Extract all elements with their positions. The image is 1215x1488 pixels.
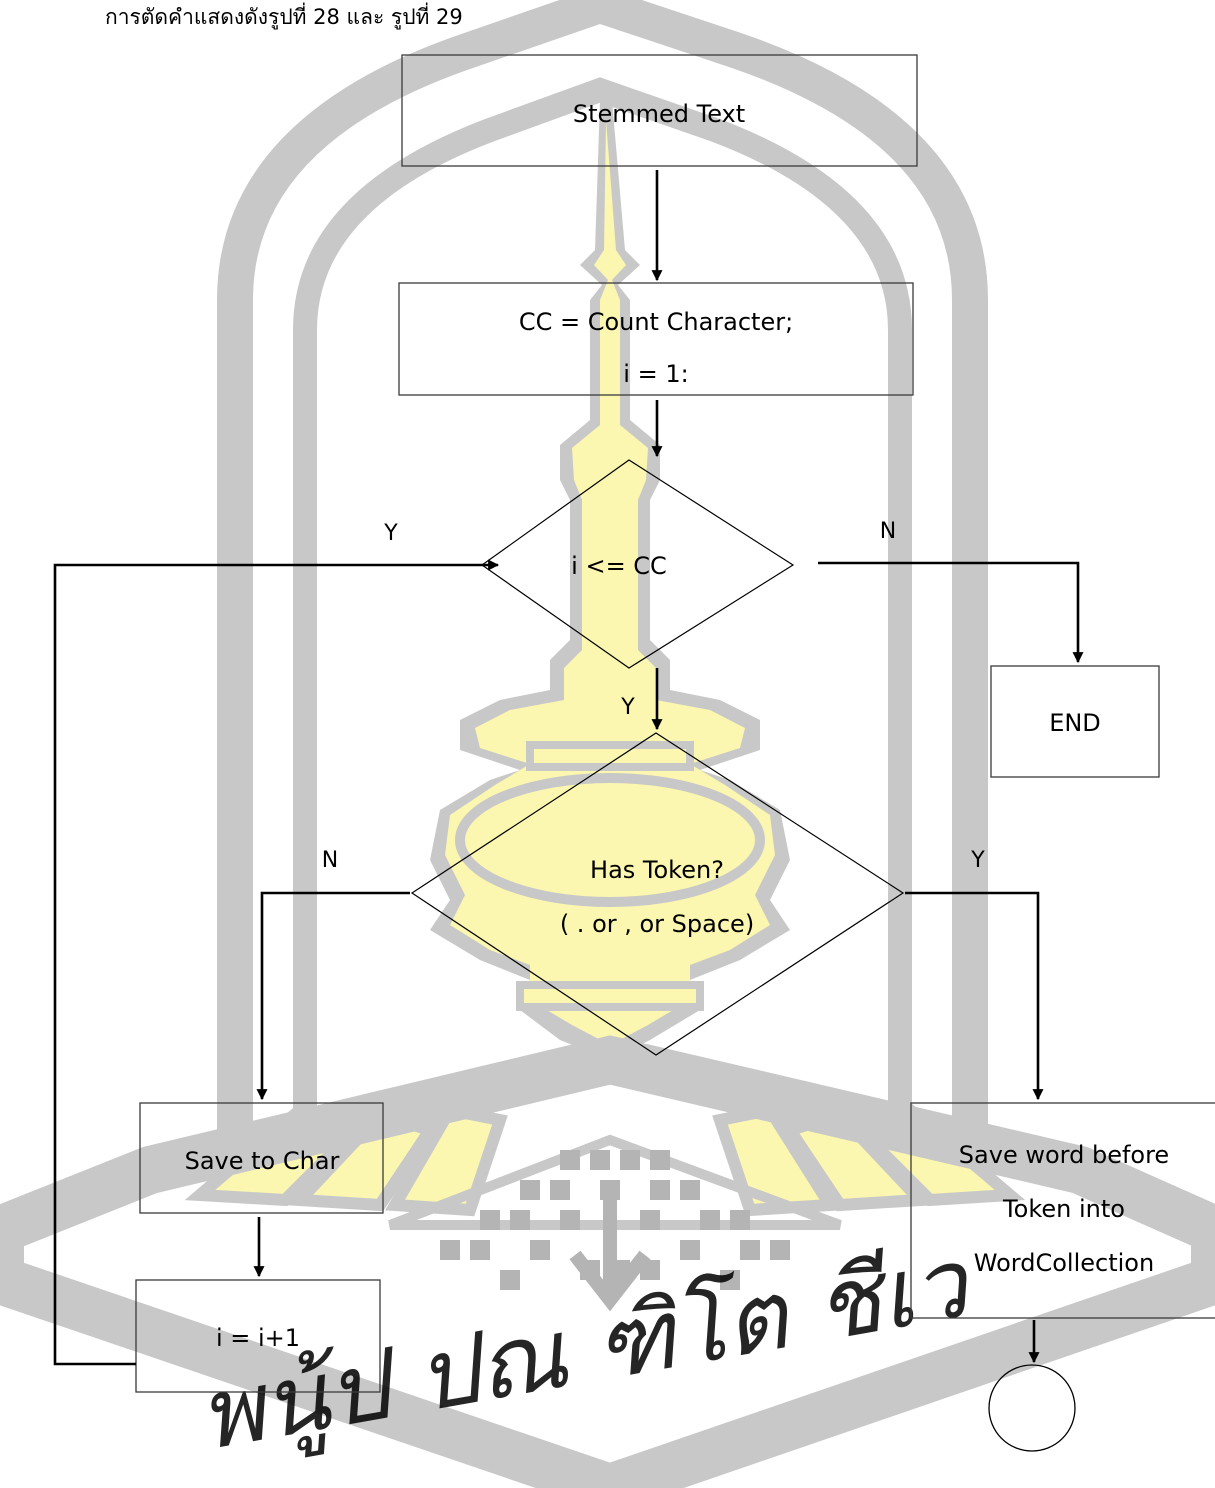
start-node-label: Stemmed Text <box>573 100 745 128</box>
label-token-n: N <box>322 848 338 873</box>
save-word-line3: WordCollection <box>974 1249 1154 1277</box>
increment-label: i = i+1 <box>216 1324 300 1352</box>
end-node: END <box>991 666 1159 777</box>
label-loop-back-y: Y <box>383 521 398 546</box>
edge-loop-to-end <box>818 563 1078 662</box>
connector-circle <box>989 1365 1075 1451</box>
init-node: CC = Count Character; i = 1: <box>399 283 913 395</box>
edge-token-to-save-char <box>262 893 410 1099</box>
end-node-label: END <box>1049 709 1101 737</box>
token-condition-line2: ( . or , or Space) <box>560 910 754 938</box>
token-condition-line1: Has Token? <box>590 856 724 884</box>
label-token-y: Y <box>970 848 985 873</box>
init-node-line2: i = 1: <box>623 360 688 388</box>
init-node-line1: CC = Count Character; <box>519 308 793 336</box>
save-word-line2: Token into <box>1002 1195 1125 1223</box>
label-loop-exit-n: N <box>880 519 896 544</box>
label-loop-continue-y: Y <box>620 695 635 720</box>
save-char-label: Save to Char <box>185 1147 340 1175</box>
loop-condition-label: i <= CC <box>571 552 667 580</box>
caption-text: การตัดคำแสดงดังรูปที่ 28 และ รูปที่ 29 <box>105 4 463 30</box>
save-word-line1: Save word before <box>959 1141 1169 1169</box>
edge-increment-loop-back <box>55 565 498 1364</box>
